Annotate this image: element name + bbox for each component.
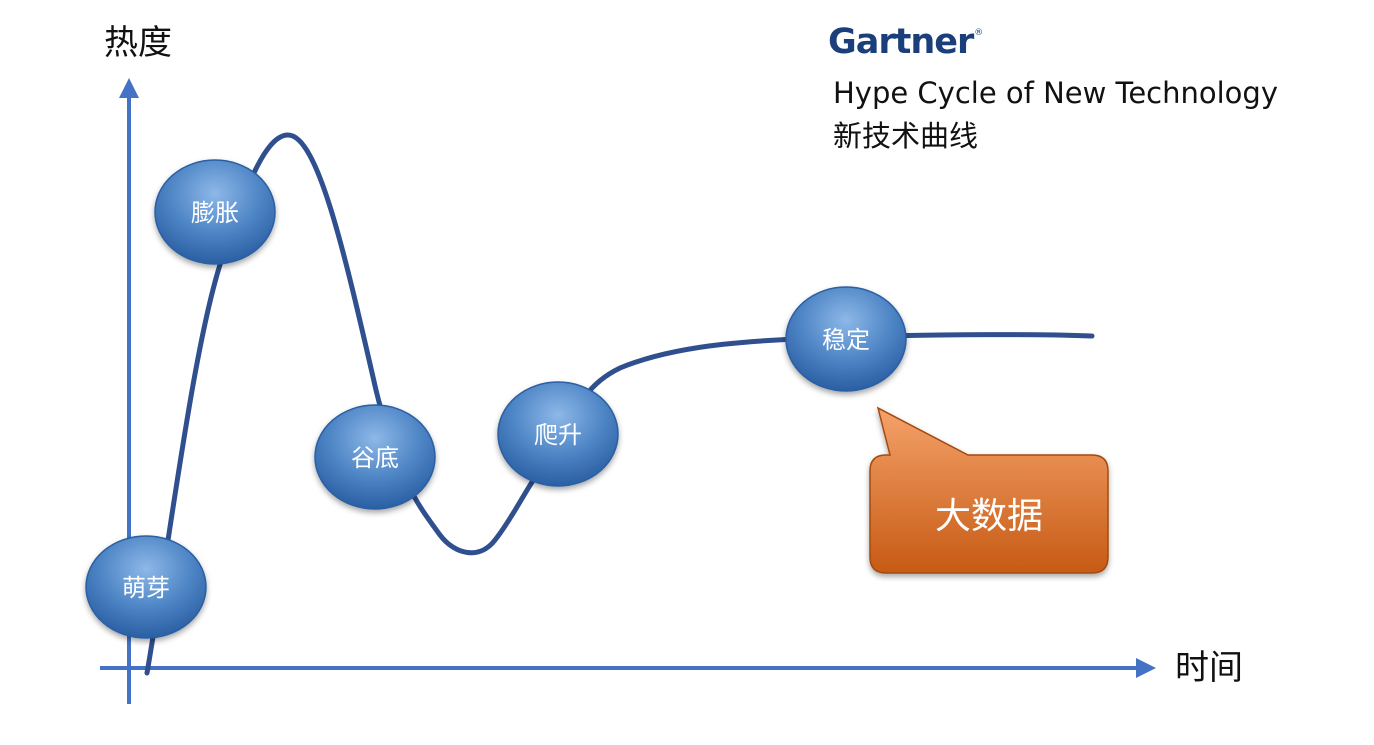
- phase-bubble-shape: [497, 381, 619, 487]
- diagram-title-en: Hype Cycle of New Technology: [833, 76, 1278, 110]
- phase-bubble-trigger: [85, 535, 207, 639]
- phase-label-plateau: 稳定: [822, 326, 870, 354]
- phase-label-trigger: 萌芽: [122, 574, 170, 602]
- x-axis-label: 时间: [1175, 648, 1243, 688]
- phase-bubble-slope: [497, 381, 619, 487]
- phase-bubble-shape: [85, 535, 207, 639]
- phase-bubble-plateau: [785, 286, 907, 392]
- x-axis-arrowhead: [1136, 658, 1156, 678]
- phase-label-peak: 膨胀: [191, 199, 239, 227]
- hype-curve: [144, 132, 1095, 676]
- phase-label-trough: 谷底: [351, 444, 399, 472]
- callout-label: 大数据: [935, 496, 1043, 537]
- y-axis-arrowhead: [119, 78, 139, 98]
- phase-bubble-shape: [154, 159, 276, 265]
- phase-label-slope: 爬升: [534, 421, 582, 449]
- phase-bubble-trough: [314, 404, 436, 510]
- big-data-callout: [869, 406, 1109, 574]
- registered-mark: ®: [974, 28, 983, 38]
- phase-bubble-shape: [785, 286, 907, 392]
- callout-shape: [869, 406, 1109, 574]
- gartner-logo-text: Gartner: [828, 22, 974, 62]
- gartner-logo: Gartner®: [828, 22, 983, 62]
- phase-bubble-shape: [314, 404, 436, 510]
- diagram-title-zh: 新技术曲线: [833, 119, 979, 153]
- phase-bubble-peak: [154, 159, 276, 265]
- y-axis-label: 热度: [104, 23, 172, 63]
